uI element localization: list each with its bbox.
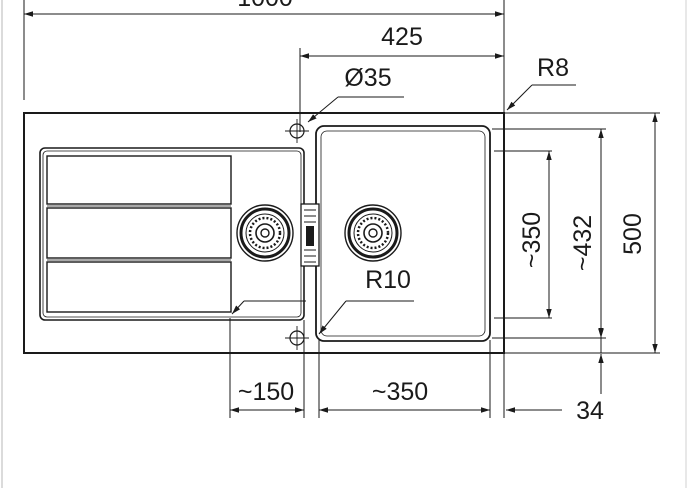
depth-dimensions: ~350 ~432 500 bbox=[492, 112, 660, 354]
bowl-strainer bbox=[344, 204, 402, 262]
drainer-tray bbox=[39, 147, 305, 321]
bottom-dimensions: ~150 ~350 34 bbox=[229, 318, 604, 425]
tap-hole-label: Ø35 bbox=[344, 64, 391, 92]
bowl-width-top-label: ~350 bbox=[518, 212, 546, 268]
overall-length-dimension: 1000 bbox=[23, 0, 505, 112]
inner-depth-label: ~432 bbox=[569, 215, 597, 271]
overflow-slot bbox=[300, 203, 320, 267]
drainer-strainer bbox=[236, 204, 294, 262]
drainer-gap-label: ~150 bbox=[238, 378, 294, 406]
tap-hole-bottom bbox=[285, 326, 309, 350]
bowl-width-bottom-label: ~350 bbox=[372, 378, 428, 406]
drainer-ribs bbox=[46, 155, 232, 313]
outer-radius-label: R8 bbox=[537, 54, 569, 82]
outer-radius-callout: R8 bbox=[506, 54, 576, 111]
main-bowl bbox=[315, 125, 491, 342]
sink-body bbox=[23, 112, 505, 354]
bowl-offset-dimension: 425 bbox=[299, 23, 504, 132]
overall-length-label: 1000 bbox=[237, 0, 293, 12]
overall-depth-label: 500 bbox=[619, 213, 647, 255]
rim-offset-label: 34 bbox=[576, 397, 604, 425]
tap-hole-callout: Ø35 bbox=[307, 64, 404, 123]
inner-radius-callout: R10 bbox=[231, 266, 414, 335]
bowl-offset-label: 425 bbox=[381, 23, 423, 51]
inner-radius-label: R10 bbox=[365, 266, 411, 294]
tap-hole-top bbox=[285, 119, 309, 143]
